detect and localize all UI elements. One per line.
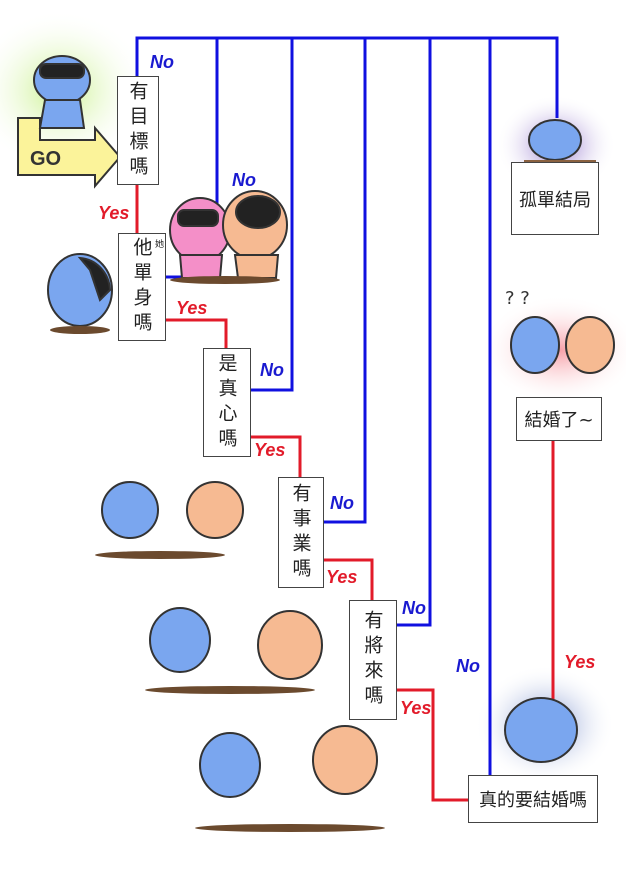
no-label-5: No bbox=[402, 598, 426, 618]
no-label-4: No bbox=[330, 493, 354, 513]
yes-label-6: Yes bbox=[564, 652, 596, 672]
no-label-6: No bbox=[456, 656, 480, 676]
go-label: GO bbox=[30, 148, 62, 170]
question-really-marry: 真的要結婚嗎 bbox=[468, 775, 598, 823]
yes-label-5: Yes bbox=[400, 698, 432, 718]
yes-label-1: Yes bbox=[98, 203, 130, 223]
yes-label-3: Yes bbox=[254, 440, 286, 460]
yes-lines bbox=[135, 185, 555, 802]
pronoun-annotation: 她 bbox=[155, 240, 165, 250]
outcome-married: 結婚了~ bbox=[516, 397, 602, 441]
question-has-future: 有將來嗎 bbox=[349, 600, 397, 720]
question-has-career: 有事業嗎 bbox=[278, 477, 324, 588]
question-is-sincere: 是真心嗎 bbox=[203, 348, 251, 457]
question-marks: ? ? bbox=[505, 288, 530, 309]
yes-label-2: Yes bbox=[176, 298, 208, 318]
question-is-single-text: 他單身嗎 bbox=[130, 237, 153, 337]
no-label-3: No bbox=[260, 360, 284, 380]
no-label-1: No bbox=[150, 52, 174, 72]
yes-label-4: Yes bbox=[326, 567, 358, 587]
question-is-single: 他單身嗎 bbox=[118, 233, 166, 341]
characters bbox=[33, 55, 615, 798]
no-label-2: No bbox=[232, 170, 256, 190]
ground-shadows bbox=[50, 276, 385, 832]
question-has-goal: 有目標嗎 bbox=[117, 76, 159, 185]
outcome-lonely: 孤單結局 bbox=[511, 162, 599, 235]
desk bbox=[524, 160, 596, 163]
